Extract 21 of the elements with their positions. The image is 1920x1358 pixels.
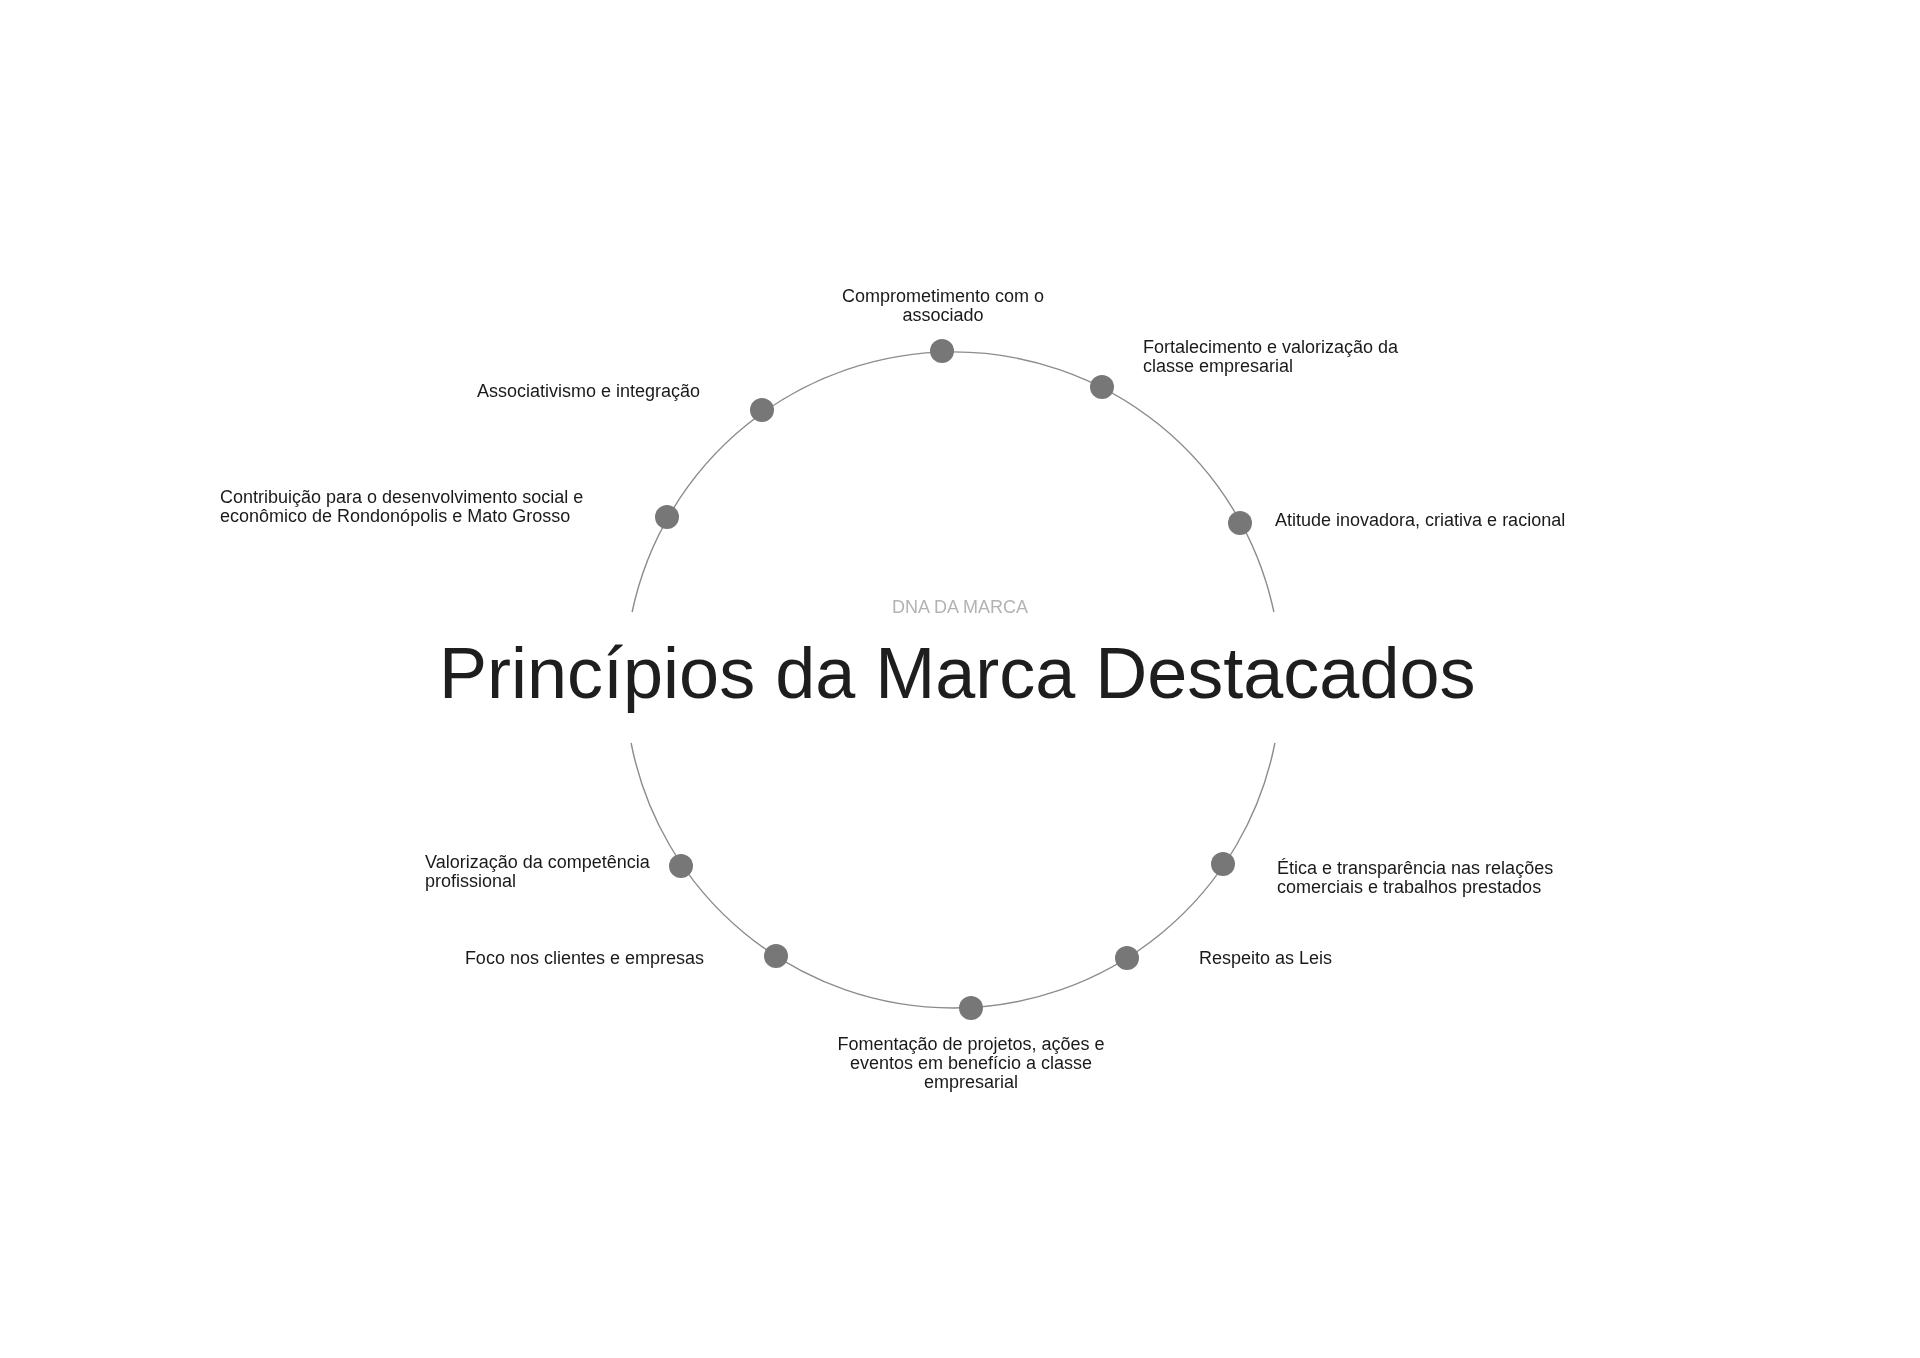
principle-label: Comprometimento com o associado bbox=[840, 287, 1046, 325]
principle-label: Associativismo e integração bbox=[476, 382, 700, 401]
principle-label: Fomentação de projetos, ações e eventos em benefício a classe empresarial bbox=[836, 1035, 1106, 1092]
ring-dot bbox=[655, 505, 679, 529]
principle-label: Respeito as Leis bbox=[1199, 949, 1333, 968]
ring-dot bbox=[750, 398, 774, 422]
ring-dot bbox=[959, 996, 983, 1020]
principle-label: Valorização da competência profissional bbox=[425, 853, 651, 891]
principle-label: Ética e transparência nas relações comerciais e trabalhos prestados bbox=[1277, 859, 1555, 897]
ring-dot bbox=[764, 944, 788, 968]
ring-dot bbox=[1228, 511, 1252, 535]
principle-label: Fortalecimento e valorização da classe empresarial bbox=[1143, 338, 1400, 376]
ring-dot bbox=[1090, 375, 1114, 399]
principle-label: Contribuição para o desenvolvimento social e econômico de Rondonópolis e Mato Grosso bbox=[220, 488, 585, 526]
ring-dot bbox=[930, 339, 954, 363]
principle-label: Atitude inovadora, criativa e racional bbox=[1275, 511, 1566, 530]
eyebrow-text: DNA DA MARCA bbox=[892, 598, 1029, 616]
ring-dot bbox=[1115, 946, 1139, 970]
principle-label: Foco nos clientes e empresas bbox=[464, 949, 704, 968]
ring-dot bbox=[669, 854, 693, 878]
ring-dot bbox=[1211, 852, 1235, 876]
